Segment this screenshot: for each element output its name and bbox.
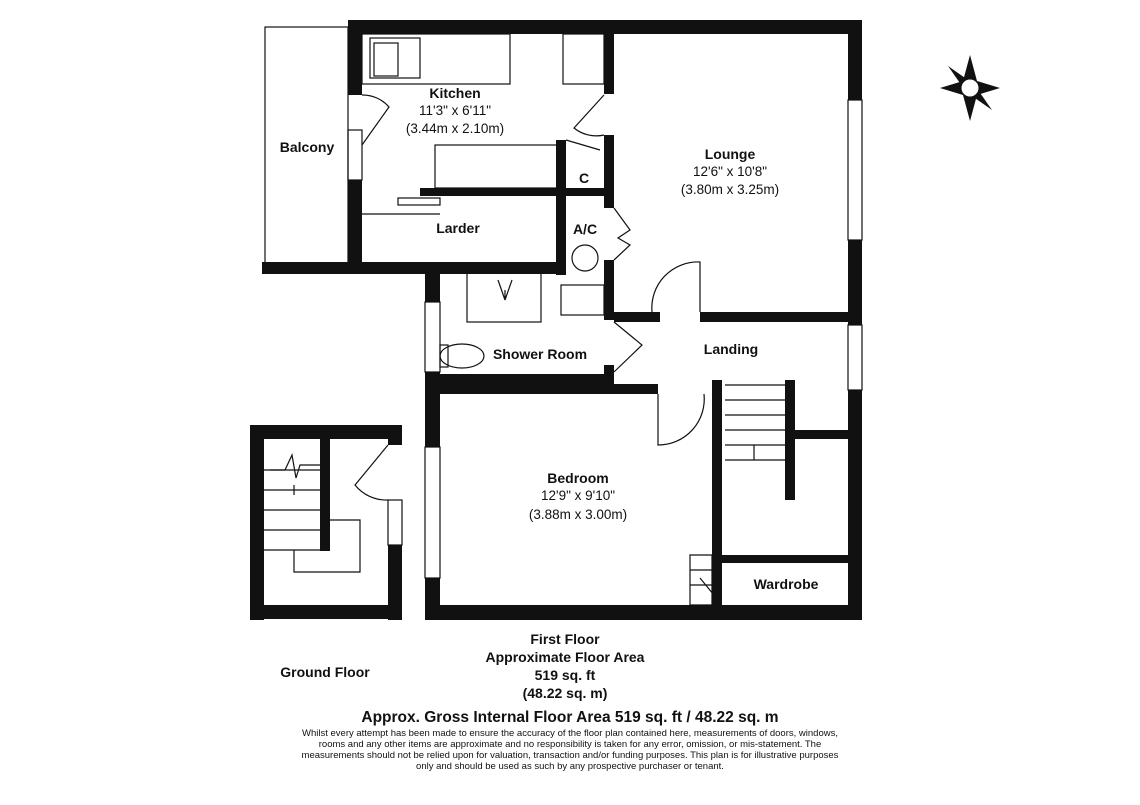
landing-label: Landing — [703, 341, 759, 357]
fixtures — [264, 26, 863, 606]
gross-area: Approx. Gross Internal Floor Area 519 sq… — [361, 709, 779, 726]
balcony-label: Balcony — [279, 139, 335, 155]
bedroom-label: Bedroom — [547, 470, 609, 486]
kitchen-imperial: 11'3" x 6'11" — [418, 103, 492, 118]
first-floor-sqm: (48.22 sq. m) — [522, 685, 608, 701]
shower-room-label: Shower Room — [492, 346, 588, 362]
bedroom-imperial: 12'9" x 9'10" — [540, 488, 616, 503]
disclaimer: Whilst every attempt has been made to en… — [0, 728, 1140, 772]
disclaimer-line: only and should be used as such by any p… — [416, 761, 724, 772]
cupboard-label: C — [578, 170, 590, 186]
first-floor-sqft: 519 sq. ft — [534, 667, 596, 683]
airing-cupboard-label: A/C — [572, 221, 598, 237]
lounge-imperial: 12'6" x 10'8" — [692, 164, 768, 179]
lounge-metric: (3.80m x 3.25m) — [680, 182, 780, 197]
kitchen-metric: (3.44m x 2.10m) — [405, 121, 505, 136]
disclaimer-line: measurements should not be relied upon f… — [301, 750, 839, 761]
lounge-label: Lounge — [704, 146, 756, 162]
kitchen-label: Kitchen — [429, 85, 481, 101]
compass-rose-icon — [940, 55, 1000, 121]
wardrobe-label: Wardrobe — [753, 576, 819, 592]
first-floor-area-label: Approximate Floor Area — [485, 649, 645, 665]
first-floor-title: First Floor — [530, 631, 600, 647]
larder-label: Larder — [436, 220, 480, 236]
disclaimer-line: Whilst every attempt has been made to en… — [302, 728, 838, 739]
disclaimer-line: rooms and any other items are approximat… — [318, 739, 822, 750]
walls — [250, 20, 862, 620]
bedroom-metric: (3.88m x 3.00m) — [528, 507, 628, 522]
ground-floor-title: Ground Floor — [280, 664, 370, 680]
